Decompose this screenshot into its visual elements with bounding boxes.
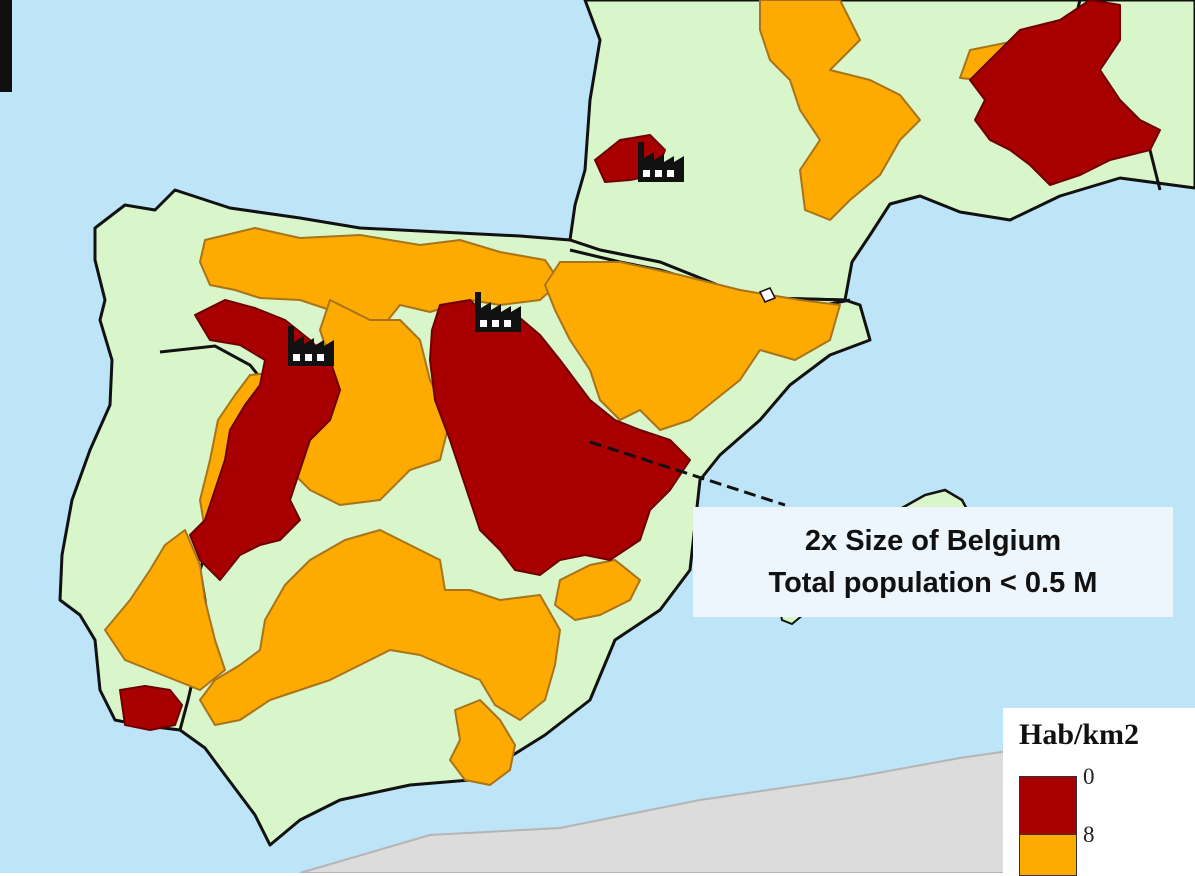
annotation-leader-line [589, 440, 786, 507]
orange-zone-massif-central [759, 0, 921, 221]
annotation-line-2: Total population < 0.5 M [768, 567, 1098, 599]
orange-zone-south-central [199, 529, 561, 726]
north-africa-land [299, 723, 1195, 873]
legend-swatch-low [1019, 834, 1077, 876]
orange-zone-south [449, 699, 516, 786]
annotation-box: 2x Size of Belgium Total population < 0.… [693, 507, 1173, 617]
red-zone-algarve [119, 685, 183, 731]
legend-title: Hab/km2 [1019, 718, 1140, 751]
legend-tick-0: 0 [1083, 764, 1095, 789]
red-zone-iberian [429, 299, 691, 576]
orange-zone-southwest [104, 529, 226, 691]
orange-zone-east [554, 559, 641, 621]
andorra [758, 287, 777, 303]
red-zone-alps [969, 0, 1161, 186]
legend-tick-8: 8 [1083, 822, 1095, 847]
corner-block [0, 0, 12, 92]
legend: Hab/km2 0 8 [1003, 708, 1195, 876]
annotation-line-1: 2x Size of Belgium [804, 525, 1062, 557]
legend-swatch-very-low [1019, 776, 1077, 836]
